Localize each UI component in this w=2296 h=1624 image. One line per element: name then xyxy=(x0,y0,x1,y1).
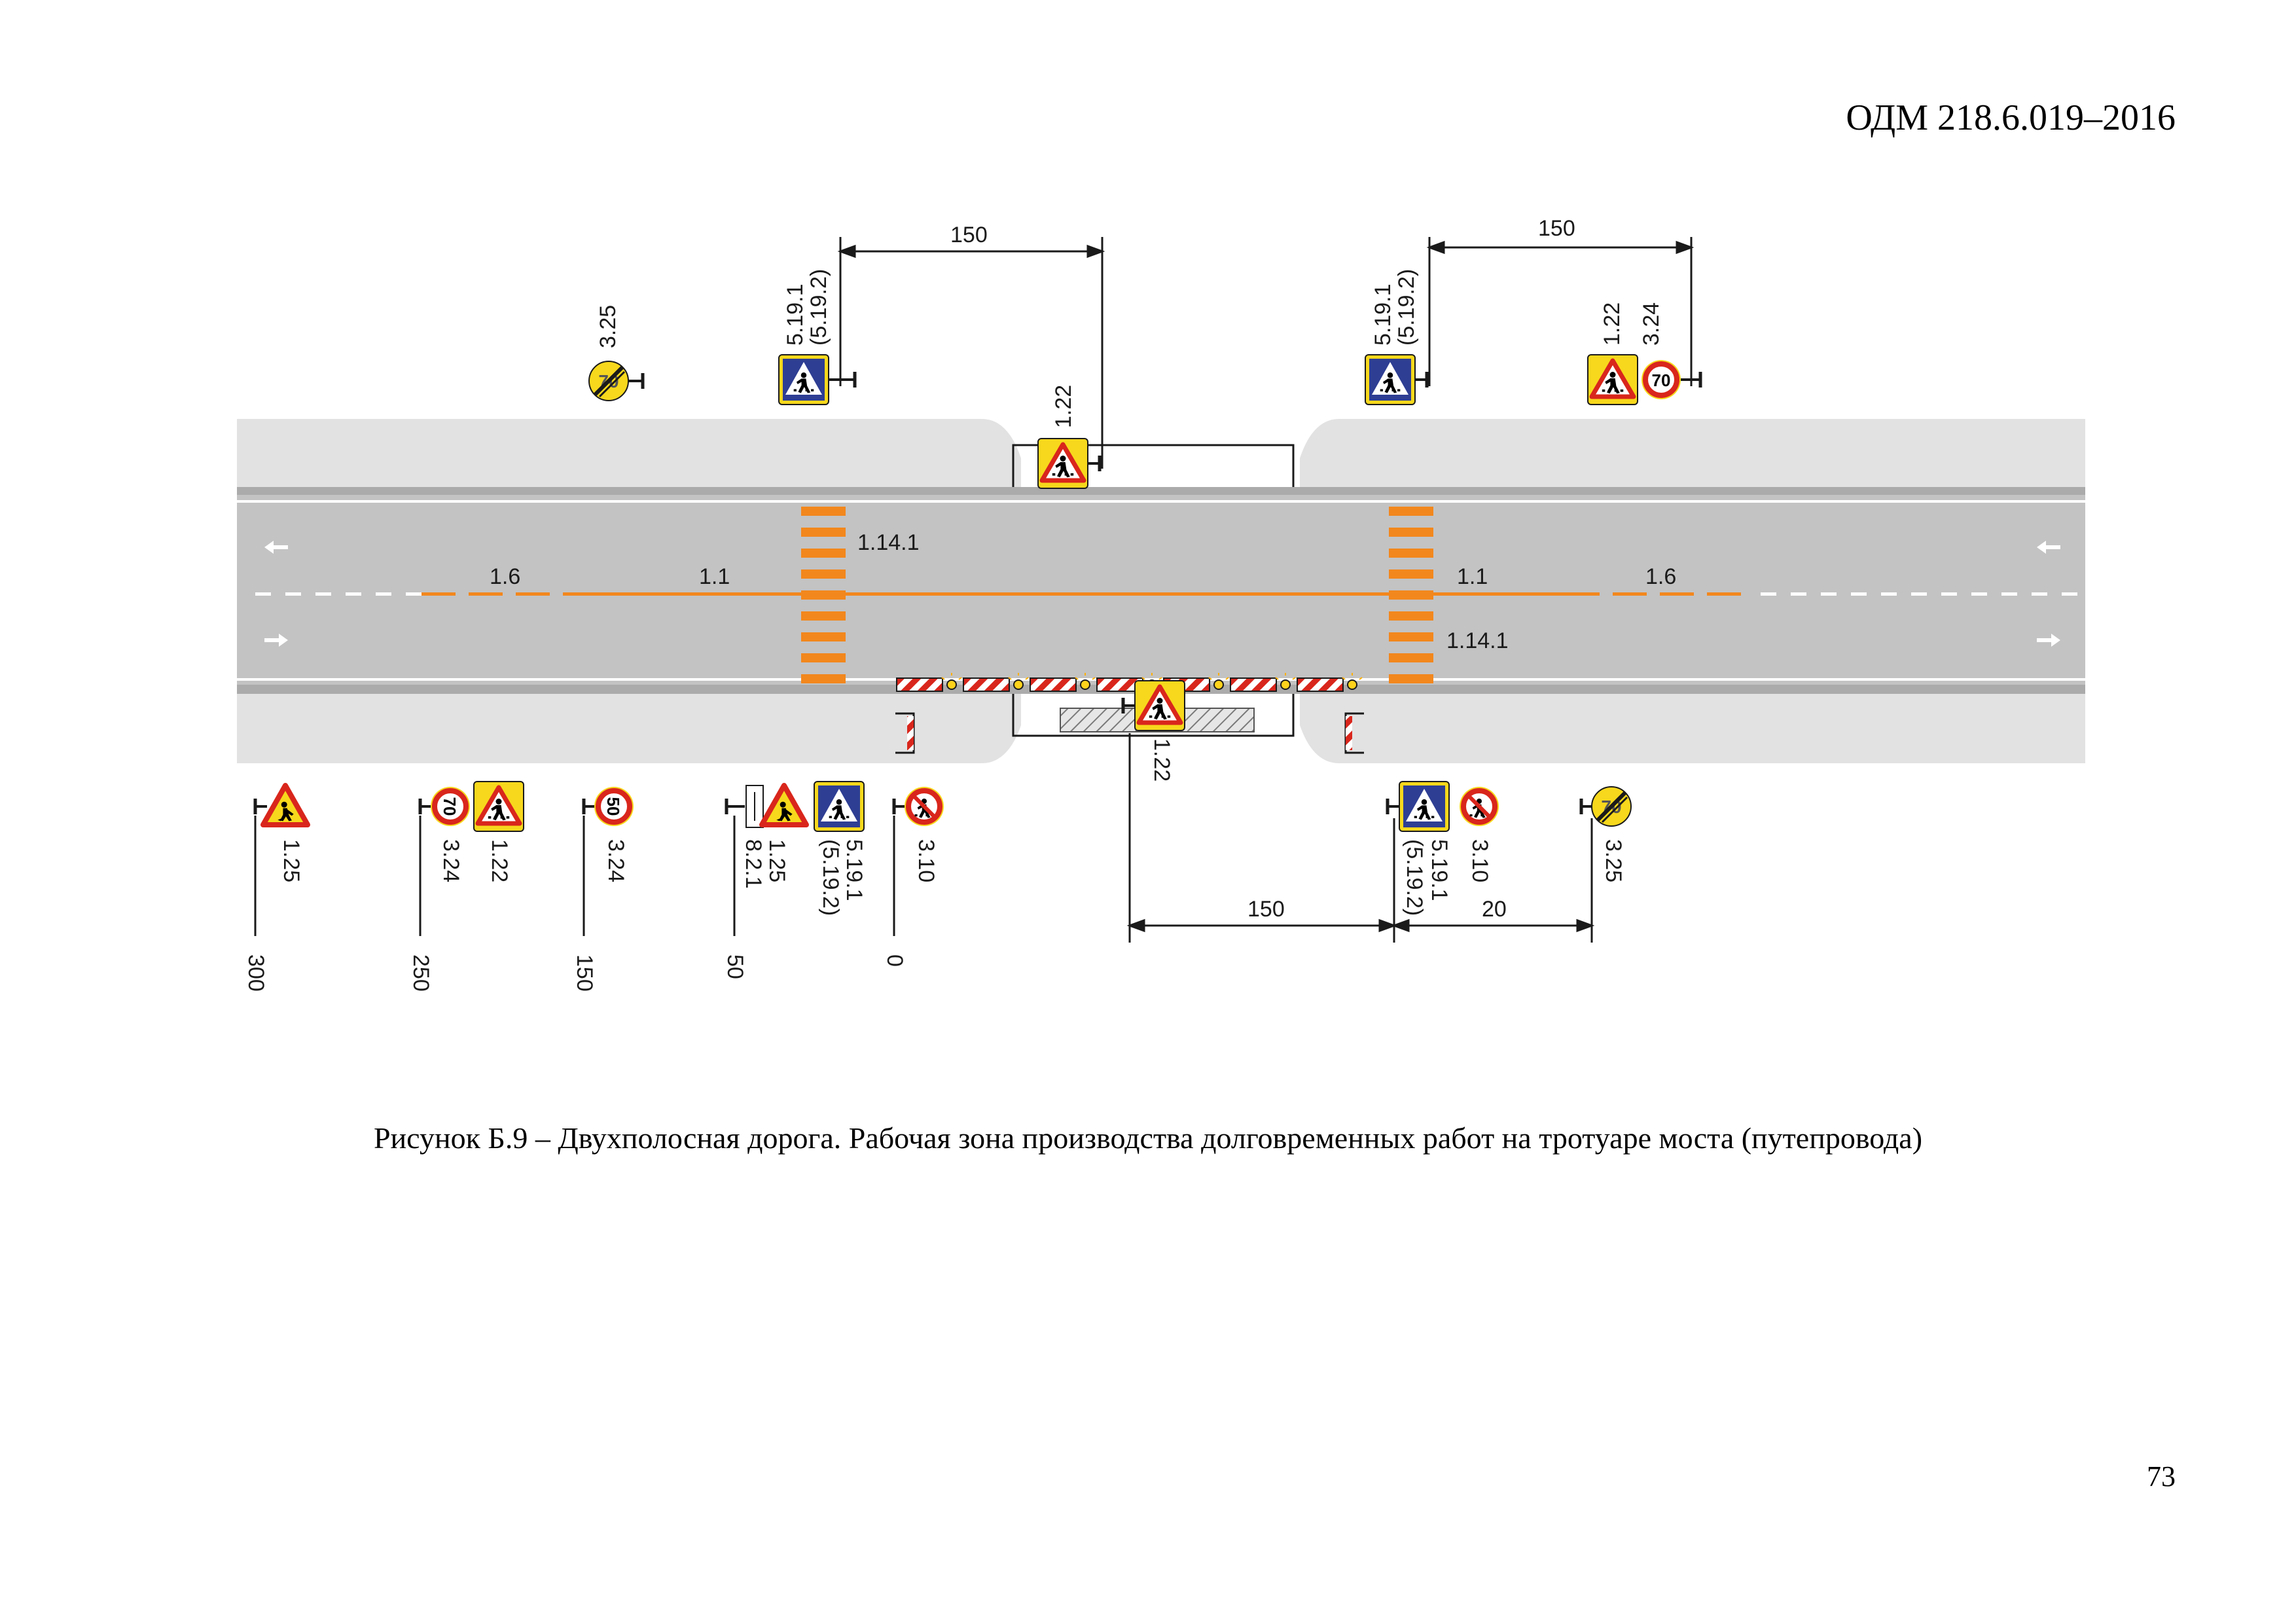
sign-label-3-24-150: 3.24 xyxy=(603,839,628,882)
marking-label-crosswalk-right: 1.14.1 xyxy=(1446,628,1509,653)
pedestrian-crossing-warning-sign xyxy=(1038,439,1102,488)
speed-limit-sign: 50 xyxy=(582,787,634,826)
bottom-signs: 1.25 70 3.24 1.22 50 3.24 xyxy=(253,681,1631,916)
sign-label-3-24-250: 3.24 xyxy=(439,839,463,882)
sign-label-5-19-1-bottom-left: 5.19.1 xyxy=(842,839,867,901)
speed-limit-value: 70 xyxy=(1652,370,1671,390)
sign-label-8-2-1-50: 8.2.1 xyxy=(741,839,766,889)
no-pedestrians-sign xyxy=(1460,787,1499,826)
crosswalk-left xyxy=(801,507,846,683)
distance-labels: 300 250 150 50 0 xyxy=(243,954,907,992)
distance-label-250: 250 xyxy=(408,954,433,992)
road xyxy=(237,419,2085,763)
pedestrian-crossing-warning-sign xyxy=(474,782,524,831)
sign-label-3-10-right: 3.10 xyxy=(1467,839,1492,882)
sign-label-3-25-top: 3.25 xyxy=(596,305,620,348)
arrow-left-icon xyxy=(264,541,2060,554)
page-number: 73 xyxy=(2147,1460,2176,1492)
pedestrian-crossing-blue-sign xyxy=(1365,355,1429,405)
sidewalk-top-right xyxy=(1300,419,2085,487)
dimension-label-bottom-middle: 150 xyxy=(1247,897,1285,922)
pedestrian-crossing-blue-sign xyxy=(779,355,857,405)
pedestrian-crossing-warning-sign xyxy=(1588,355,1638,405)
sign-label-1-22-250: 1.22 xyxy=(487,839,512,882)
sidewalk-end-barrier-left xyxy=(895,712,915,754)
sign-label-1-22-top-center: 1.22 xyxy=(1051,385,1076,428)
sign-label-1-25-300: 1.25 xyxy=(279,839,304,882)
road-works-sign xyxy=(725,785,806,825)
dimension-label-bottom-right: 20 xyxy=(1482,897,1507,922)
marking-1-1-solid xyxy=(589,592,1566,596)
crosswalk-right xyxy=(1389,507,1433,683)
dimension-label-top-left: 150 xyxy=(950,223,988,247)
sign-label-3-24-top-right: 3.24 xyxy=(1639,302,1664,346)
speed-limit-value: 50 xyxy=(603,797,623,816)
sign-label-3-10-left: 3.10 xyxy=(914,839,939,882)
speed-limit-sign: 70 xyxy=(418,787,470,826)
distance-ticks xyxy=(254,816,895,936)
distance-label-150: 150 xyxy=(572,954,597,992)
distance-label-0: 0 xyxy=(882,954,907,967)
figure-caption: Рисунок Б.9 – Двухполосная дорога. Рабоч… xyxy=(373,1121,1923,1155)
top-dimensions xyxy=(837,237,1695,469)
sign-label-5-19-1-bottom-right: 5.19.1 xyxy=(1427,839,1452,901)
sign-label-5-19-2-top-left: (5.19.2) xyxy=(806,269,831,346)
marking-label-1-1-right: 1.1 xyxy=(1457,564,1488,589)
bottom-dimensions xyxy=(1126,733,1595,943)
marking-label-1-1-left: 1.1 xyxy=(699,564,730,589)
pedestrian-crossing-blue-sign xyxy=(814,782,864,831)
end-restrictions-sign xyxy=(1579,787,1631,826)
marking-label-crosswalk-left: 1.14.1 xyxy=(857,530,920,555)
sidewalk-bottom-right xyxy=(1300,694,2085,763)
speed-limit-value: 70 xyxy=(440,797,459,816)
dimension-label-top-right: 150 xyxy=(1538,216,1575,241)
arrow-right-icon xyxy=(264,634,2060,647)
end-restrictions-sign xyxy=(589,361,645,401)
distance-label-50: 50 xyxy=(723,954,747,979)
sign-label-1-22-top-right: 1.22 xyxy=(1600,302,1624,346)
sign-label-5-19-2-top-right: (5.19.2) xyxy=(1394,269,1419,346)
sidewalk-end-barrier-right xyxy=(1344,712,1364,754)
sign-label-5-19-2-bottom-right: (5.19.2) xyxy=(1402,839,1427,916)
bridge-box-bottom xyxy=(1012,694,1295,737)
sign-label-3-25-bottom: 3.25 xyxy=(1601,839,1626,882)
sidewalk-top-left xyxy=(237,419,1021,487)
sign-label-1-25-50: 1.25 xyxy=(764,839,789,882)
sign-label-5-19-2-bottom-left: (5.19.2) xyxy=(818,839,843,916)
distance-label-300: 300 xyxy=(243,954,268,992)
marking-label-1-6-left: 1.6 xyxy=(490,564,520,589)
distance-plate-icon xyxy=(745,785,764,828)
top-signs: 3.25 5.19.1 (5.19.2) 1.22 5.19.1 (5.19.2… xyxy=(589,269,1702,488)
no-pedestrians-sign xyxy=(892,787,944,826)
sign-label-5-19-1-top-left: 5.19.1 xyxy=(783,283,808,346)
marking-1-6-dashed xyxy=(422,592,1741,596)
marking-labels: 1.6 1.1 1.1 1.6 1.14.1 1.14.1 xyxy=(490,530,1676,653)
document-code: ОДМ 218.6.019–2016 xyxy=(1846,98,2176,138)
center-line-white-dashed xyxy=(255,592,2077,596)
pedestrian-crossing-blue-sign xyxy=(1386,782,1449,831)
marking-label-1-6-right: 1.6 xyxy=(1645,564,1676,589)
sidewalk-bottom-left xyxy=(237,694,1021,763)
carriageway xyxy=(237,495,2085,685)
sign-label-1-22-bottom-center: 1.22 xyxy=(1149,738,1174,782)
sign-label-5-19-1-top-right: 5.19.1 xyxy=(1371,283,1395,346)
bridge-box-top xyxy=(1012,444,1295,487)
road-works-sign xyxy=(253,785,308,825)
pedestrian-crossing-warning-sign xyxy=(1121,681,1185,731)
